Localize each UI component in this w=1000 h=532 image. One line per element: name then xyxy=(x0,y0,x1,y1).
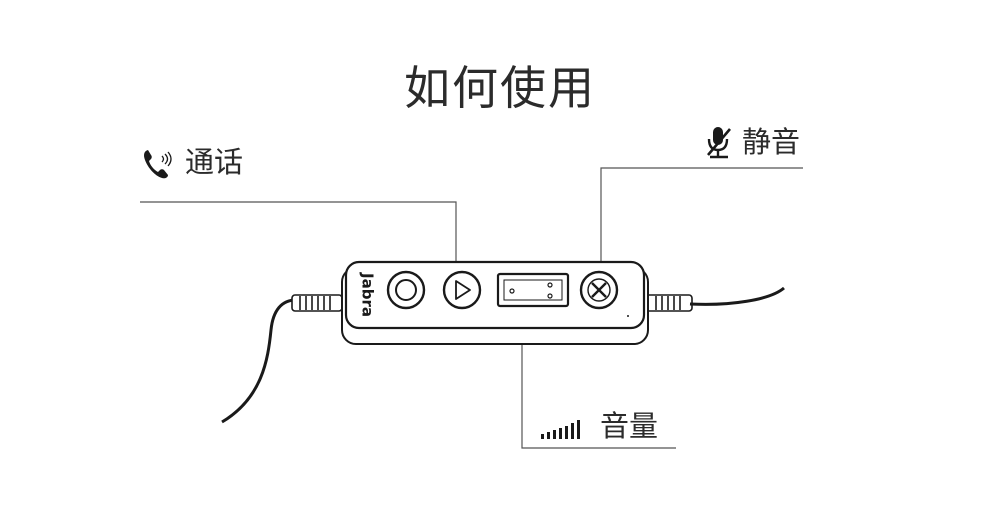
left-cable xyxy=(221,298,297,424)
page-title: 如何使用 xyxy=(404,61,596,115)
volume-leader-line xyxy=(521,300,676,449)
left-strain-relief xyxy=(291,294,343,312)
mute-leader-line xyxy=(600,167,803,278)
call-circle-button xyxy=(386,270,426,310)
phone-ringing-icon xyxy=(144,150,172,179)
status-led xyxy=(627,315,629,317)
mic-muted-icon xyxy=(707,127,731,159)
volume-label: 音量 xyxy=(600,409,659,443)
mute-button xyxy=(579,270,619,310)
right-cable xyxy=(689,286,785,306)
brand-logo: Jabra xyxy=(359,272,377,317)
leader-lines xyxy=(140,167,803,449)
volume-rocker xyxy=(496,272,570,308)
call-label: 通话 xyxy=(185,145,244,179)
mute-label: 静音 xyxy=(742,125,801,159)
call-leader-line xyxy=(140,201,457,278)
answer-button xyxy=(442,270,482,310)
right-strain-relief xyxy=(643,294,693,312)
volume-bars-icon xyxy=(541,420,580,439)
